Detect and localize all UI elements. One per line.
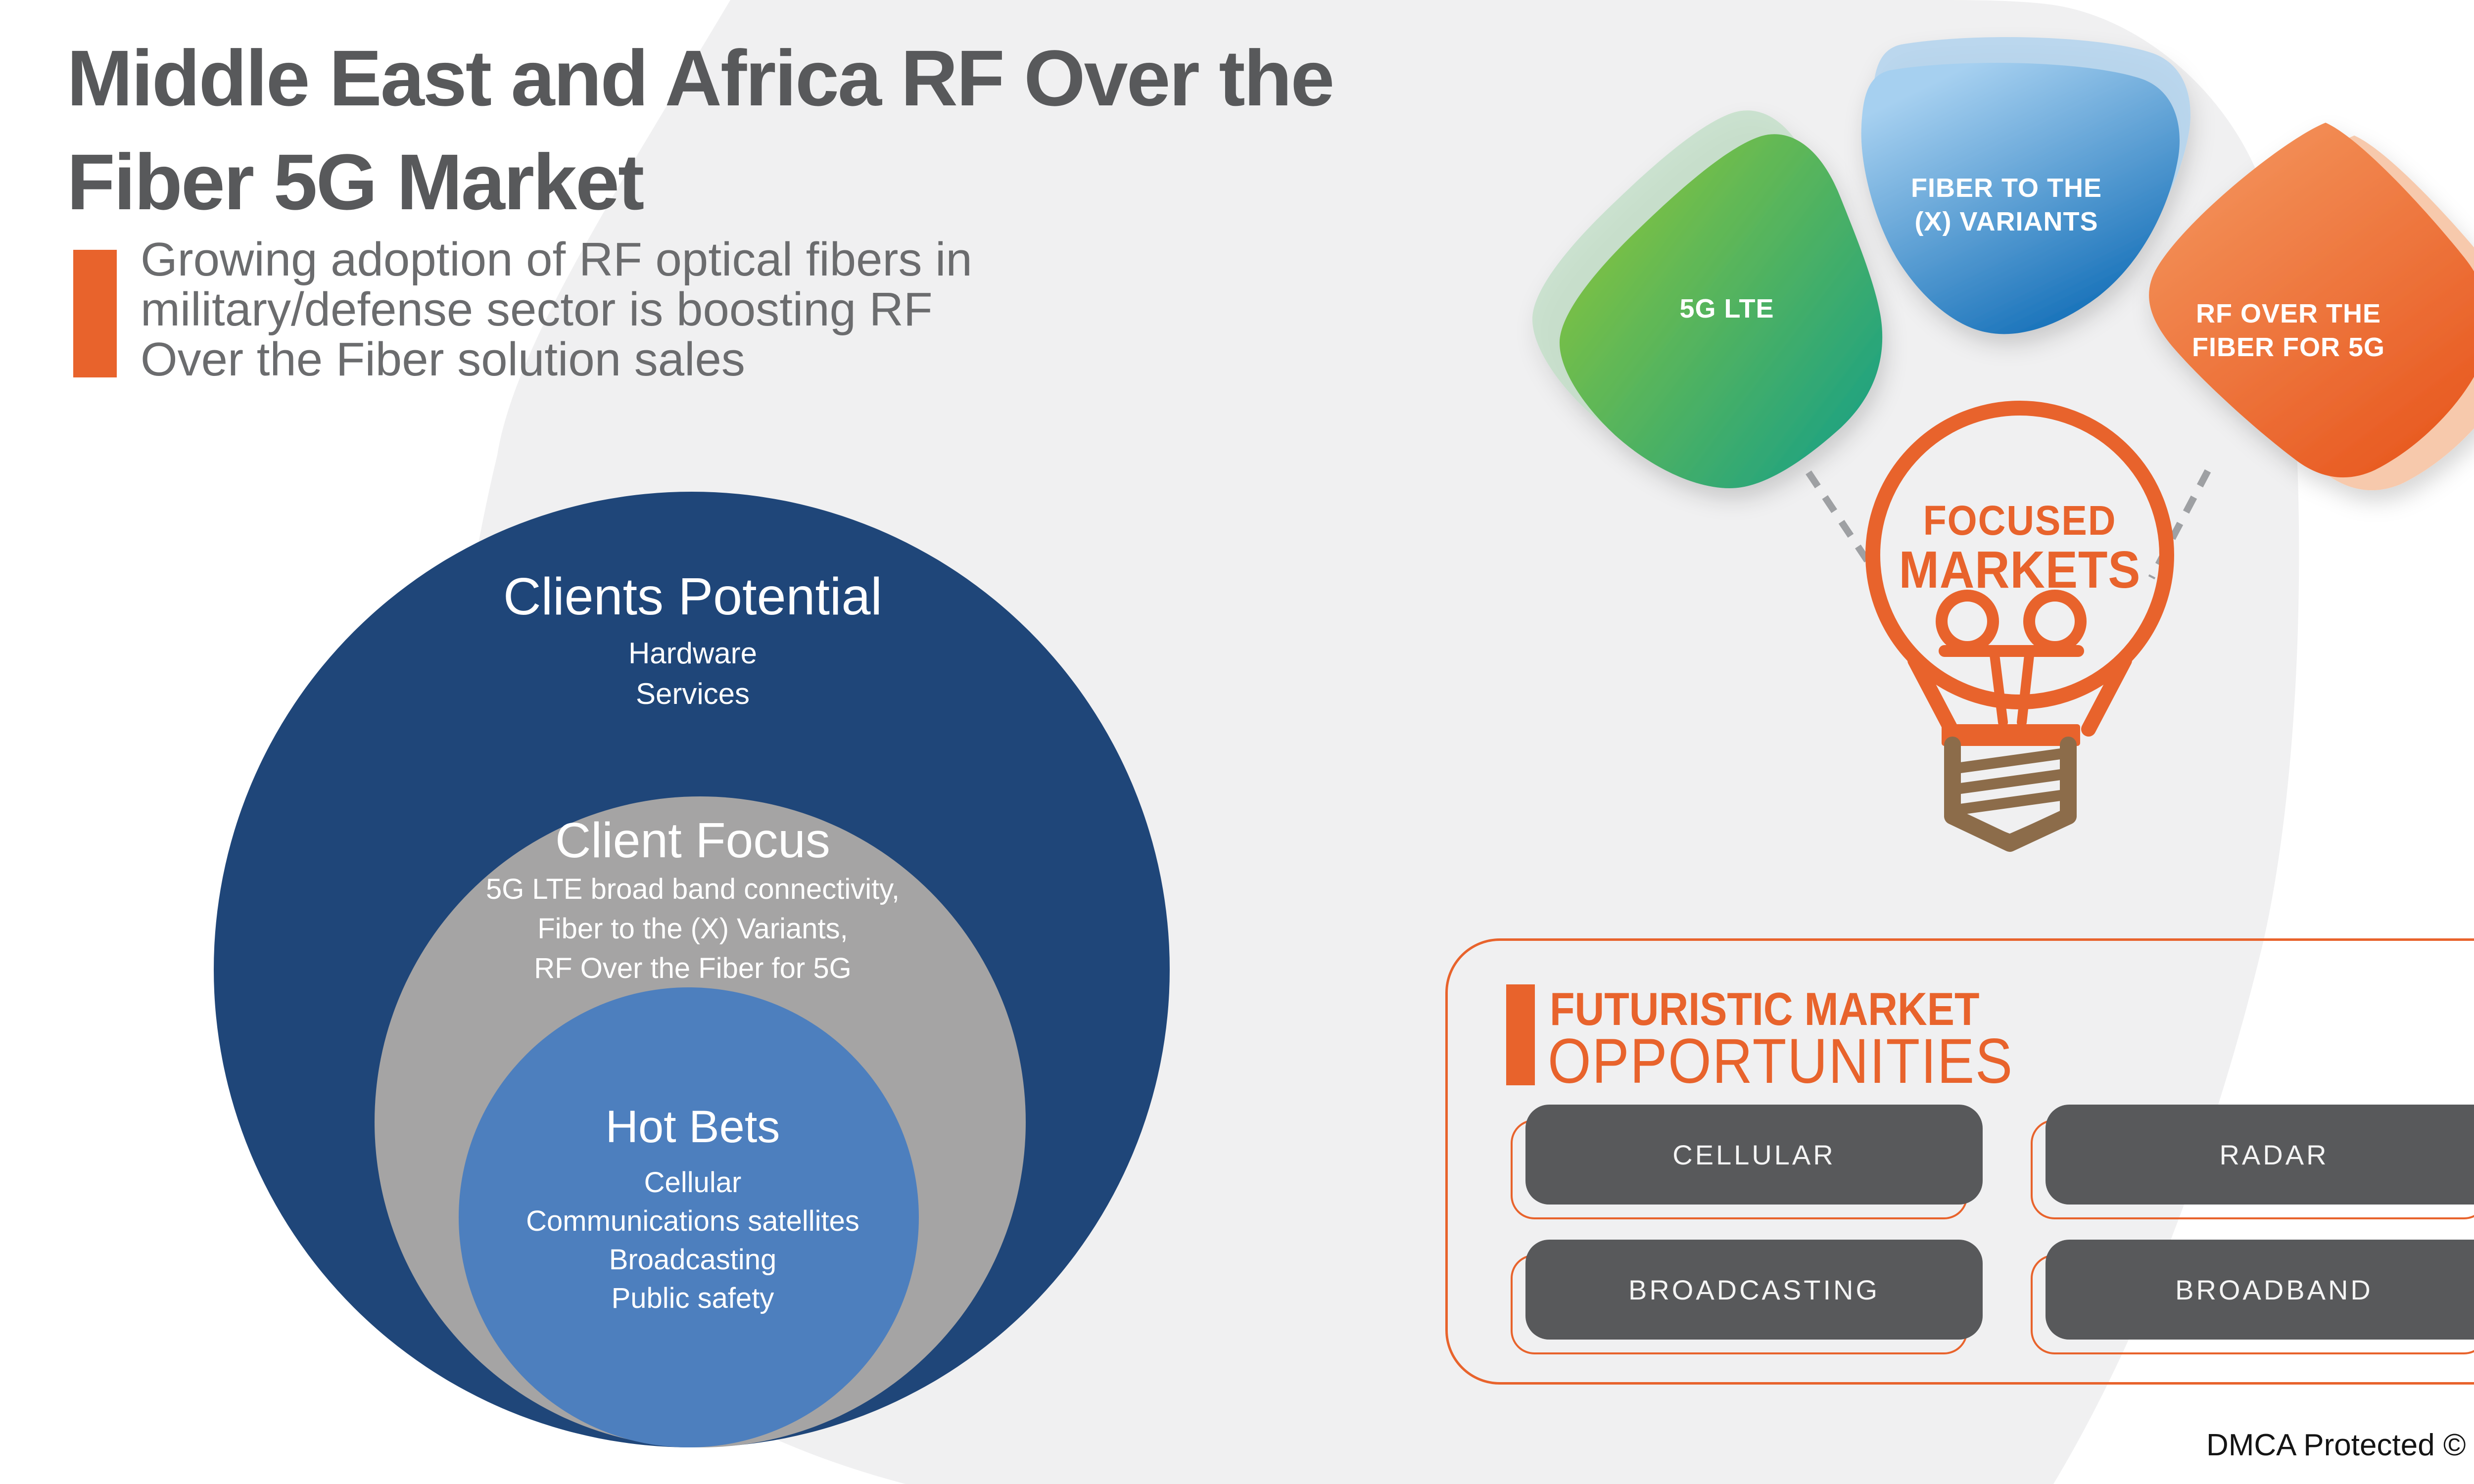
focused-markets-line2: MARKETS: [1899, 541, 2141, 599]
blob-label-line: FIBER FOR 5G: [2191, 332, 2385, 362]
hot-bets-title: Hot Bets: [605, 1102, 780, 1152]
radar-button[interactable]: RADAR: [2046, 1105, 2474, 1205]
subtitle-line: military/defense sector is boosting RF: [141, 283, 933, 336]
list-item: Fiber to the (X) Variants,: [537, 913, 848, 945]
clients-potential-items: Hardware Services: [297, 633, 1089, 714]
focused-markets-label: FOCUSED MARKETS: [1883, 499, 2156, 598]
broadband-button-slot: BROADBAND: [2031, 1240, 2474, 1354]
page-title-line1: Middle East and Africa RF Over the: [67, 34, 1334, 122]
radar-button-slot: RADAR: [2031, 1105, 2474, 1219]
broadcasting-button[interactable]: BROADCASTING: [1525, 1240, 1983, 1340]
opportunities-heading-line2: OPPORTUNITIES: [1548, 1026, 2013, 1097]
list-item: Public safety: [611, 1282, 774, 1314]
broadband-button[interactable]: BROADBAND: [2046, 1240, 2474, 1340]
focused-markets-line1: FOCUSED: [1923, 497, 2117, 544]
cellular-button-slot: CELLULAR: [1511, 1105, 1983, 1219]
venn-inner-circle: [459, 987, 919, 1447]
list-item: Hardware: [628, 637, 758, 670]
lightbulb-icon: [1865, 401, 2174, 852]
clients-potential-title: Clients Potential: [503, 567, 882, 626]
opportunities-panel: FUTURISTIC MARKET OPPORTUNITIES CELLULAR…: [1445, 938, 2474, 1385]
list-item: RF Over the Fiber for 5G: [534, 952, 852, 984]
blob-label-line: FIBER TO THE: [1910, 173, 2102, 203]
client-focus-title: Client Focus: [555, 813, 830, 868]
blob-label-line: RF OVER THE: [2195, 299, 2381, 328]
opportunities-heading-line1: FUTURISTIC MARKET: [1550, 983, 1980, 1035]
list-item: Cellular: [644, 1166, 742, 1199]
broadcasting-button-slot: BROADCASTING: [1511, 1240, 1983, 1354]
blob-label-rf-fiber: RF OVER THE FIBER FOR 5G: [2187, 297, 2390, 364]
subtitle-line: Over the Fiber solution sales: [141, 333, 745, 386]
dmca-footer-text: DMCA Protected © DataBridge: [2206, 1428, 2474, 1462]
blob-label-5g-lte: 5G LTE: [1679, 294, 1774, 324]
subtitle-accent-bar: [73, 250, 117, 377]
hot-bets-items: Cellular Communications satellites Broad…: [297, 1163, 1089, 1318]
blob-label-fiber-x: FIBER TO THE (X) VARIANTS: [1907, 171, 2105, 238]
page-subtitle: Growing adoption of RF optical fibers in…: [141, 234, 972, 384]
opportunities-accent-bar: [1506, 984, 1535, 1085]
subtitle-line: Growing adoption of RF optical fibers in: [141, 233, 972, 286]
list-item: 5G LTE broad band connectivity,: [485, 873, 900, 905]
list-item: Services: [635, 677, 750, 710]
list-item: Communications satellites: [526, 1205, 859, 1237]
list-item: Broadcasting: [609, 1244, 777, 1276]
blob-label-line: (X) VARIANTS: [1914, 207, 2098, 236]
page-title-line2: Fiber 5G Market: [67, 138, 644, 226]
client-focus-items: 5G LTE broad band connectivity, Fiber to…: [297, 870, 1089, 988]
cellular-button[interactable]: CELLULAR: [1525, 1105, 1983, 1205]
